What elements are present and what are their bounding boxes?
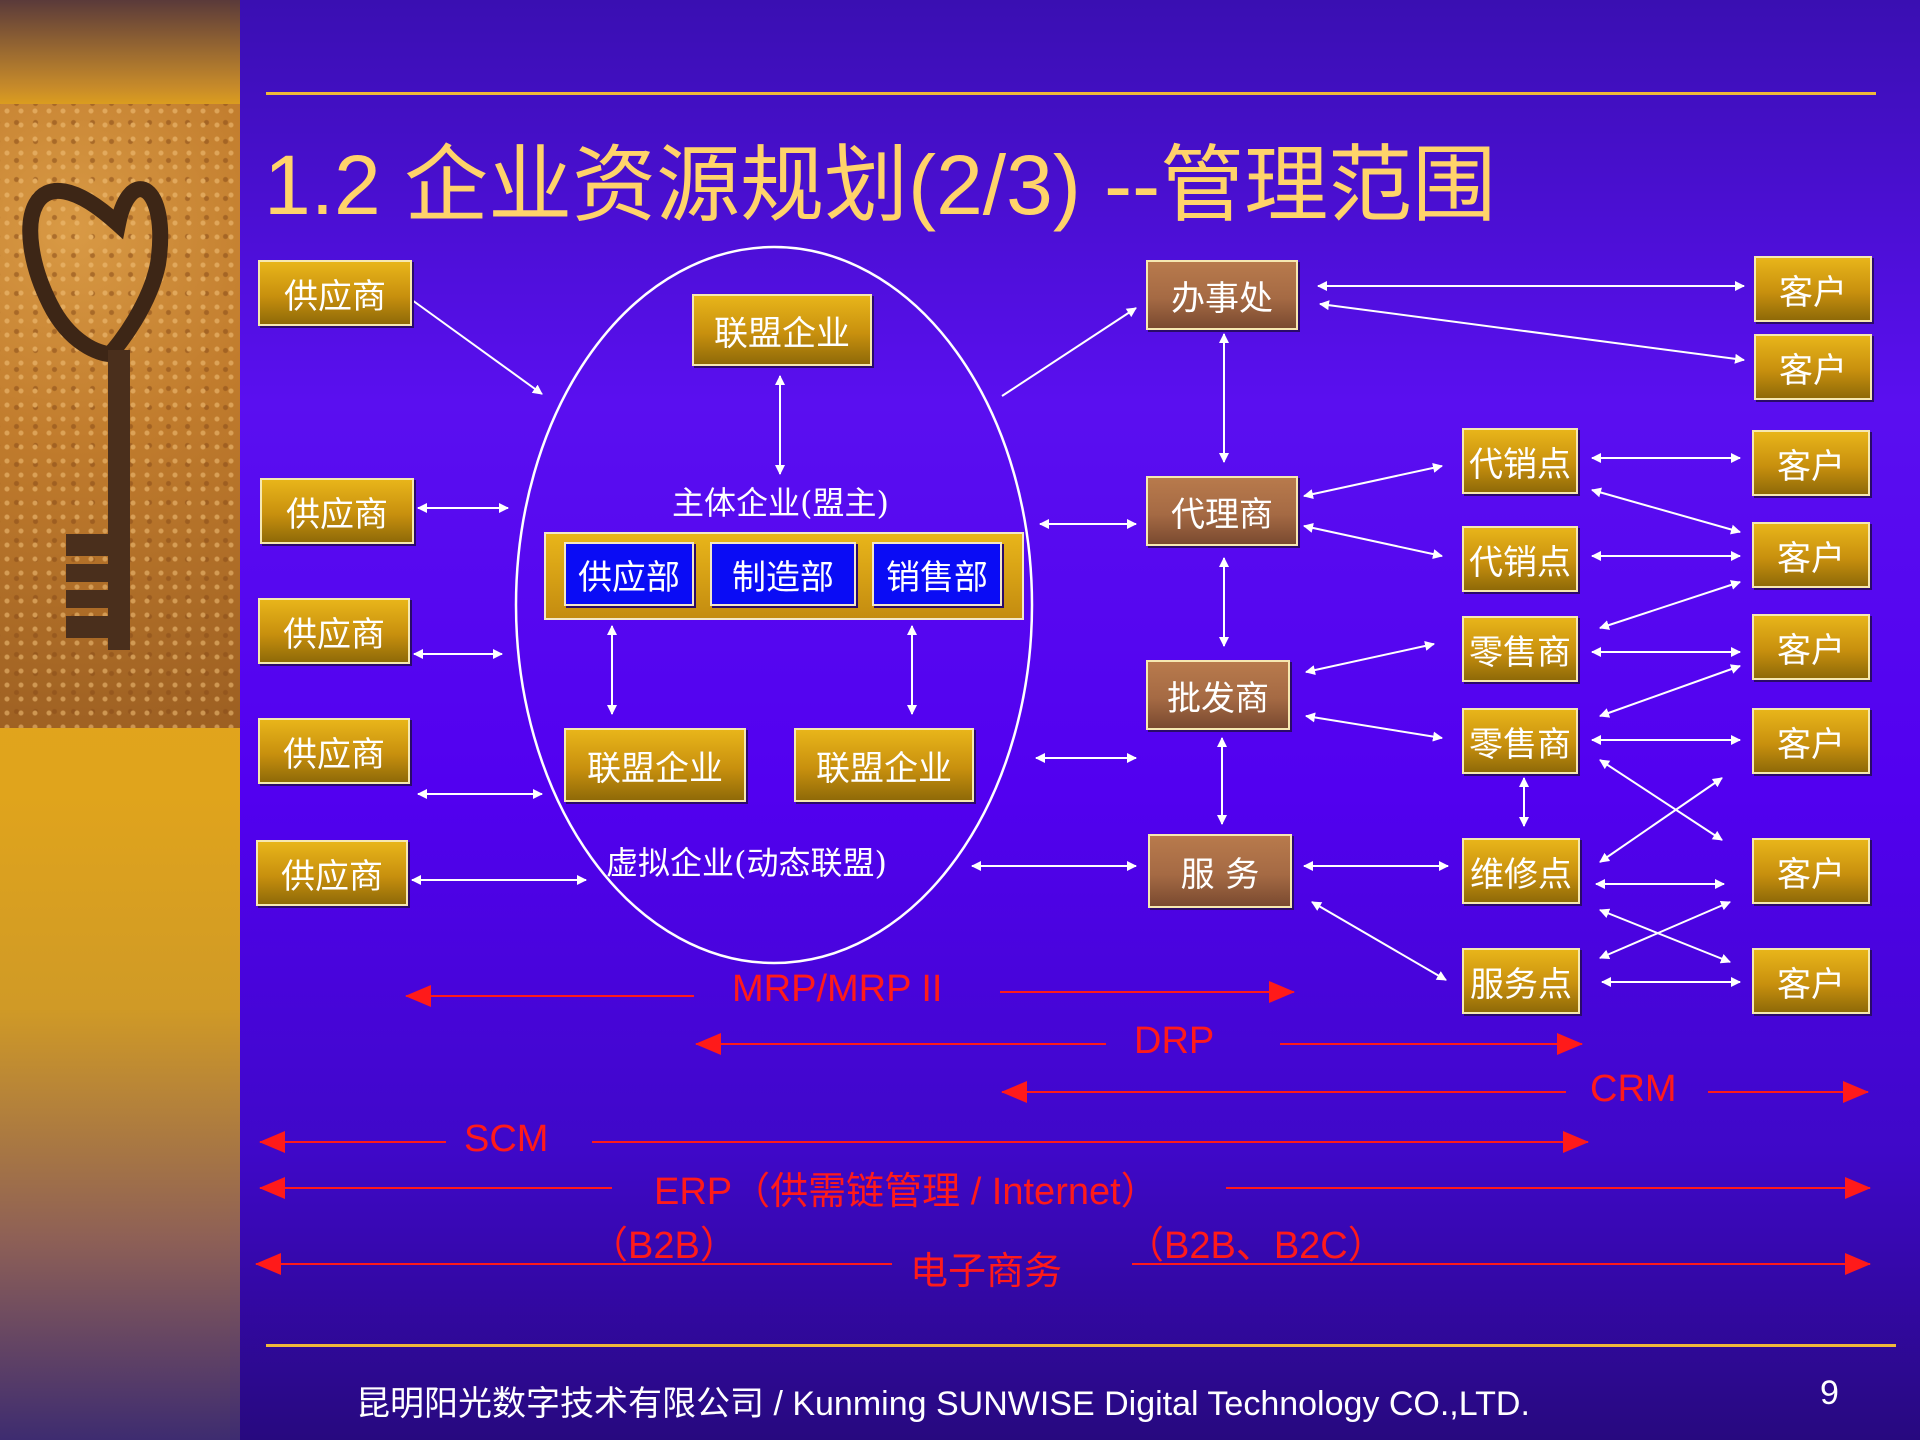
wholesaler-box: 批发商 <box>1146 660 1290 730</box>
customer-box: 客户 <box>1752 430 1870 496</box>
alliance-enterprise-bottom-right: 联盟企业 <box>794 728 974 802</box>
customer-box: 客户 <box>1752 838 1870 904</box>
outlet-box: 服务点 <box>1462 948 1580 1014</box>
customer-box: 客户 <box>1752 522 1870 588</box>
customer-box: 客户 <box>1752 708 1870 774</box>
page-number: 9 <box>1820 1374 1839 1412</box>
dept-supply: 供应部 <box>564 542 694 606</box>
supplier-box: 供应商 <box>260 478 414 544</box>
supplier-box: 供应商 <box>256 840 408 906</box>
customer-box: 客户 <box>1752 614 1870 680</box>
slide-title: 1.2 企业资源规划(2/3) --管理范围 <box>264 138 1497 232</box>
top-rule <box>266 92 1876 95</box>
scope-erp-label: ERP（供需链管理 / Internet） <box>654 1171 1159 1213</box>
service-box: 服 务 <box>1148 834 1292 908</box>
bottom-rule <box>266 1344 1896 1347</box>
supplier-box: 供应商 <box>258 598 410 664</box>
outlet-box: 代销点 <box>1462 526 1578 592</box>
virtual-enterprise-label: 虚拟企业(动态联盟) <box>606 844 887 882</box>
customer-box: 客户 <box>1752 948 1870 1014</box>
scope-mrp-label: MRP/MRP II <box>732 968 943 1010</box>
customer-box: 客户 <box>1754 334 1872 400</box>
dept-manufacturing: 制造部 <box>710 542 856 606</box>
key-photo <box>0 104 240 728</box>
scope-drp-label: DRP <box>1134 1020 1215 1062</box>
scope-b2b-b2c-label: （B2B、B2C） <box>1126 1225 1386 1267</box>
alliance-enterprise-bottom-left: 联盟企业 <box>564 728 746 802</box>
supplier-box: 供应商 <box>258 260 412 326</box>
outlet-box: 零售商 <box>1462 708 1578 774</box>
dept-sales: 销售部 <box>872 542 1002 606</box>
outlet-box: 维修点 <box>1462 838 1580 904</box>
agent-box: 代理商 <box>1146 476 1298 546</box>
customer-box: 客户 <box>1754 256 1872 322</box>
footer-company: 昆明阳光数字技术有限公司 / Kunming SUNWISE Digital T… <box>356 1385 1530 1423</box>
office-box: 办事处 <box>1146 260 1298 330</box>
scope-b2b-label: （B2B） <box>590 1225 738 1267</box>
alliance-enterprise-top: 联盟企业 <box>692 294 872 366</box>
supplier-box: 供应商 <box>258 718 410 784</box>
scope-ecommerce-label: 电子商务 <box>910 1251 1063 1293</box>
key-icon <box>22 181 169 650</box>
scope-crm-label: CRM <box>1590 1068 1677 1110</box>
outlet-box: 零售商 <box>1462 616 1578 682</box>
scope-scm-label: SCM <box>464 1118 549 1160</box>
core-enterprise-label: 主体企业(盟主) <box>672 484 889 522</box>
outlet-box: 代销点 <box>1462 428 1578 494</box>
